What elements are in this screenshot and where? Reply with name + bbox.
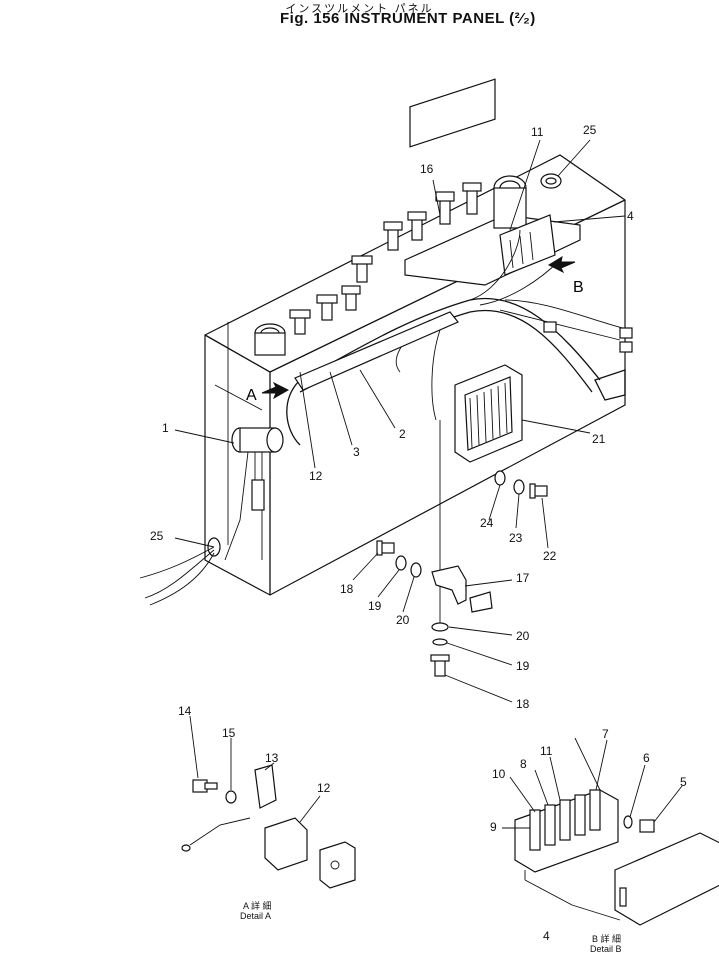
callout-labels: 1 2 3 4 4 5 6 7 8 9 10 11 11 12 12 13 14… <box>150 123 687 943</box>
callout-25-top: 25 <box>583 123 597 137</box>
callout-6: 6 <box>643 751 650 765</box>
figure-title: Fig. 156 INSTRUMENT PANEL (²⁄₂) <box>280 10 536 27</box>
callout-19-a: 19 <box>368 599 382 613</box>
gauge-dials <box>254 175 527 356</box>
wiring-harness <box>286 229 631 625</box>
grommet-left-with-wires <box>139 537 221 606</box>
callout-16: 16 <box>420 162 434 176</box>
callout-19-b: 19 <box>516 659 530 673</box>
detail-b-drawing <box>514 789 719 926</box>
callout-15: 15 <box>222 726 236 740</box>
view-marker-labels: A B <box>246 279 584 404</box>
grommet-top <box>540 173 562 189</box>
callout-20-b: 20 <box>516 629 530 643</box>
callout-5: 5 <box>680 775 687 789</box>
detail-b-jp-caption: B 詳 細 <box>592 933 621 944</box>
callout-4-main: 4 <box>627 209 634 223</box>
callout-14: 14 <box>178 704 192 718</box>
callout-3: 3 <box>353 445 360 459</box>
callout-18-a: 18 <box>340 582 354 596</box>
callout-11-main: 11 <box>531 125 544 139</box>
detail-b-en-caption: Detail B <box>590 944 622 954</box>
callout-23: 23 <box>509 531 523 545</box>
hardware-washers-bolt-right <box>494 470 548 499</box>
callout-7: 7 <box>602 727 609 741</box>
callout-20-a: 20 <box>396 613 410 627</box>
detail-a-jp-caption: A 詳 細 <box>243 900 272 911</box>
leader-lines <box>174 139 683 829</box>
callout-18-b: 18 <box>516 697 530 711</box>
callout-9: 9 <box>490 820 497 834</box>
callout-4-detail: 4 <box>543 929 550 943</box>
callout-12-main: 12 <box>309 469 323 483</box>
callout-12-detail: 12 <box>317 781 331 795</box>
switch-knobs <box>289 182 482 335</box>
callout-21: 21 <box>592 432 606 446</box>
detail-captions: A 詳 細 Detail A B 詳 細 Detail B <box>240 900 622 954</box>
callout-13: 13 <box>265 751 279 765</box>
callout-17: 17 <box>516 571 530 585</box>
harness-bracket <box>294 311 459 391</box>
callout-8: 8 <box>520 757 527 771</box>
fuse-box-on-panel <box>499 214 556 276</box>
starter-switch <box>224 427 284 561</box>
callout-25-left: 25 <box>150 529 164 543</box>
callout-2: 2 <box>399 427 406 441</box>
callout-1: 1 <box>162 421 169 435</box>
detail-a-en-caption: Detail A <box>240 911 271 921</box>
view-arrows <box>261 255 576 400</box>
hardware-bracket-group <box>376 540 493 677</box>
callout-24: 24 <box>480 516 494 530</box>
callout-22: 22 <box>543 549 557 563</box>
view-marker-a: A <box>246 387 257 404</box>
callout-11-detail: 11 <box>540 744 553 758</box>
japanese-title: インスツルメント パネル <box>285 2 434 15</box>
detail-a-drawing <box>181 764 356 889</box>
callout-10: 10 <box>492 767 506 781</box>
harness-connectors <box>543 321 633 353</box>
view-marker-b: B <box>573 279 584 296</box>
work-lamp <box>454 364 523 463</box>
